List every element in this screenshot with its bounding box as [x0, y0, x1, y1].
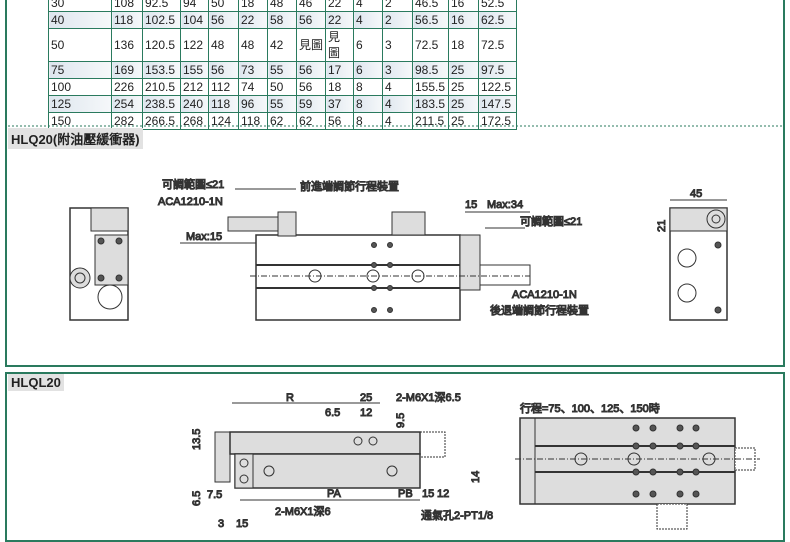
hlql20-side-view: [214, 402, 446, 501]
adj-range-label: 可調範圍≤21: [162, 177, 224, 191]
dim-R: R: [286, 392, 294, 404]
table-cell: 17: [325, 61, 354, 79]
table-cell: 62: [296, 112, 326, 130]
rear-device-label: 後退端調節行程裝置: [490, 303, 589, 317]
dim-12b: 12: [437, 488, 449, 500]
dim-PB: PB: [398, 488, 413, 500]
dim-7-5: 7.5: [207, 489, 222, 501]
hlq20-right-view: [669, 199, 728, 321]
absorber-label: ACA1210-1N: [158, 196, 223, 208]
table-cell: 4: [353, 11, 383, 29]
table-cell: 見圖: [325, 28, 354, 62]
table-cell: 25: [448, 112, 479, 130]
table-cell: 56: [296, 11, 326, 29]
table-cell: 183.5: [412, 95, 449, 113]
table-cell: 122: [180, 28, 209, 62]
table-cell: 22: [325, 11, 354, 29]
dim-45: 45: [690, 188, 702, 200]
table-cell: 100: [48, 78, 112, 96]
absorber-label-2: ACA1210-1N: [512, 289, 577, 301]
max15-label: Max:15: [186, 231, 222, 243]
vent-label: 通氣孔2-PT1/8: [421, 508, 493, 522]
table-cell: 58: [267, 11, 297, 29]
table-cell: 22: [238, 11, 268, 29]
table-cell: 125: [48, 95, 112, 113]
table-cell: 16: [448, 11, 479, 29]
dim-15: 15: [422, 488, 434, 500]
table-cell: 254: [111, 95, 143, 113]
table-cell: 169: [111, 61, 143, 79]
table-cell: 48: [208, 28, 239, 62]
dim-21: 21: [656, 220, 668, 232]
table-frame: [5, 0, 785, 367]
dim-3: 3: [218, 518, 224, 530]
hlq20-title: HLQ20(附油壓緩衝器): [8, 128, 143, 149]
dim-6-5: 6.5: [325, 407, 340, 419]
table-cell: 118: [208, 95, 239, 113]
table-cell: 8: [353, 95, 383, 113]
front-device-label: 前進端調節行程裝置: [300, 179, 399, 193]
dim-25: 25: [360, 392, 372, 404]
hlql20-top-view: [515, 417, 760, 530]
dim-12: 12: [360, 407, 372, 419]
table-cell: 75: [48, 61, 112, 79]
table-cell: 122.5: [478, 78, 517, 96]
table-cell: 50: [48, 28, 112, 62]
dim-13-5: 13.5: [191, 429, 203, 450]
max34-label: Max:34: [487, 199, 523, 211]
dim-PA: PA: [327, 488, 342, 500]
table-cell: 55: [267, 95, 297, 113]
table-cell: 25: [448, 78, 479, 96]
table-cell: 238.5: [142, 95, 181, 113]
table-cell: 210.5: [142, 78, 181, 96]
stroke-note: 行程=75、100、125、150時: [520, 402, 660, 415]
table-cell: 50: [267, 78, 297, 96]
hlq20-side-view: [180, 188, 531, 321]
adj-range-label-2: 可調範圍≤21: [520, 214, 582, 228]
dim-15b: 15: [236, 518, 248, 530]
table-cell: 4: [382, 95, 413, 113]
table-cell: 42: [267, 28, 297, 62]
table-cell: 56.5: [412, 11, 449, 29]
table-cell: 212: [180, 78, 209, 96]
table-cell: 73: [238, 61, 268, 79]
table-cell: 96: [238, 95, 268, 113]
table-cell: 136: [111, 28, 143, 62]
table-cell: 104: [180, 11, 209, 29]
dim-14: 14: [470, 471, 482, 483]
hlql20-title: HLQL20: [8, 374, 64, 391]
dim-9-5: 9.5: [395, 413, 407, 428]
table-cell: 62.5: [478, 11, 517, 29]
m6-6-5-label: 2-M6X1深6.5: [396, 391, 461, 404]
table-cell: 124: [208, 112, 239, 130]
dim-6-5b: 6.5: [191, 491, 203, 506]
table-cell: 120.5: [142, 28, 181, 62]
table-cell: 266.5: [142, 112, 181, 130]
table-cell: 72.5: [478, 28, 517, 62]
m6-6-label: 2-M6X1深6: [275, 505, 331, 518]
hlq20-end-view: [69, 207, 129, 321]
dim-15: 15: [465, 199, 477, 211]
table-cell: 118: [111, 11, 143, 29]
table-cell: 25: [448, 95, 479, 113]
table-cell: 172.5: [478, 112, 517, 130]
table-cell: 98.5: [412, 61, 449, 79]
table-cell: 37: [325, 95, 354, 113]
table-cell: 155: [180, 61, 209, 79]
table-cell: 18: [448, 28, 479, 62]
